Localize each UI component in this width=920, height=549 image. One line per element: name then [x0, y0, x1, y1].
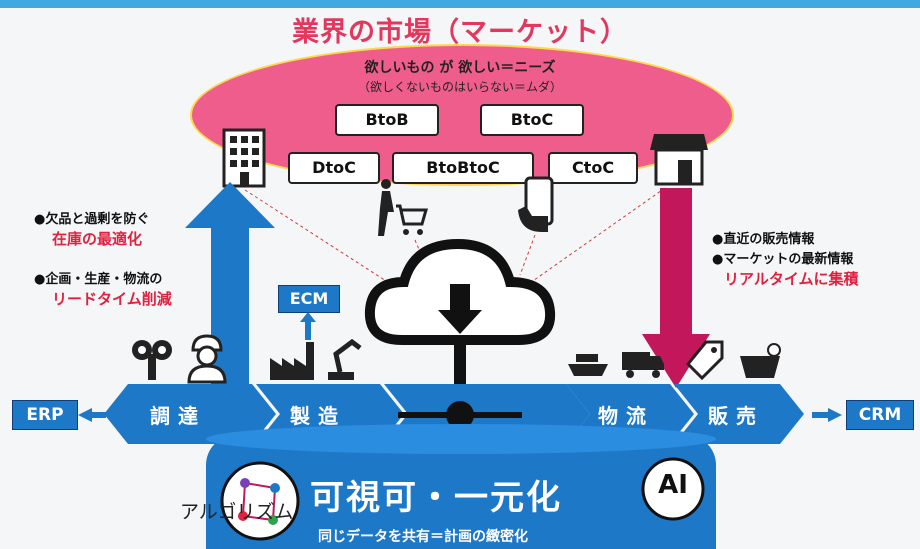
- note-realtime-accumulation: リアルタイムに集積: [724, 270, 859, 288]
- chain-label-logistics: 物流: [598, 404, 654, 428]
- ai-badge-label: AI: [658, 470, 688, 500]
- algorithm-network-icon: [220, 461, 300, 541]
- chain-step-procurement: [104, 384, 276, 444]
- shopper-cart-icon: [378, 179, 428, 236]
- smartphone-icon: [518, 176, 554, 232]
- note-planning-production: ●企画・生産・物流の: [34, 272, 163, 287]
- note-inventory-optimization: 在庫の最適化: [52, 230, 143, 248]
- note-recent-sales: ●直近の販売情報: [712, 232, 815, 247]
- needs-sub-text: （欲しくないものはいらない＝ムダ）: [357, 80, 562, 94]
- office-building-icon: [222, 128, 266, 188]
- chain-label-manufacturing: 製造: [290, 404, 346, 428]
- top-bar: [0, 0, 920, 8]
- note-market-latest: ●マーケットの最新情報: [712, 252, 854, 267]
- ai-badge-icon: [641, 457, 705, 521]
- chain-label-sales: 販売: [708, 404, 764, 428]
- market-type-btoc: BtoC: [480, 104, 584, 136]
- market-type-btob: BtoB: [335, 104, 439, 136]
- shared-data-subtitle: 同じデータを共有＝計画の緻密化: [318, 529, 528, 545]
- ecm-up-arrow: [300, 312, 316, 340]
- downward-market-arrow: [642, 188, 710, 388]
- platform-top: [206, 424, 716, 454]
- key-icon: [132, 340, 172, 380]
- shop-icon: [650, 134, 708, 186]
- shopping-basket-icon: [740, 343, 781, 378]
- market-type-ctoc: CtoC: [548, 152, 638, 184]
- needs-text: 欲しいもの が 欲しい＝ニーズ: [364, 60, 556, 76]
- erp-box: ERP: [12, 400, 78, 430]
- upward-data-arrow: [185, 182, 275, 392]
- logistics-icon: [568, 352, 664, 378]
- algorithm-label: アルゴリズム: [180, 501, 294, 523]
- worker-icon: [187, 334, 227, 384]
- market-type-btobtoc: BtoBtoC: [392, 152, 534, 184]
- crm-box: CRM: [846, 400, 914, 430]
- cloud-download-icon: [364, 238, 556, 400]
- chain-step-sales: [674, 384, 804, 444]
- price-tag-icon: [686, 340, 724, 380]
- note-prevent-stockout: ●欠品と過剰を防ぐ: [34, 212, 150, 227]
- note-leadtime-reduction: リードタイム削減: [52, 290, 172, 308]
- market-type-dtoc: DtoC: [288, 152, 380, 184]
- robot-arm-icon: [328, 338, 362, 380]
- visualization-title: 可視可・一元化: [310, 478, 562, 518]
- ecm-box: ECM: [278, 285, 340, 313]
- market-title: 業界の市場（マーケット）: [292, 17, 628, 48]
- factory-icon: [270, 342, 314, 380]
- chain-label-procurement: 調達: [150, 404, 206, 428]
